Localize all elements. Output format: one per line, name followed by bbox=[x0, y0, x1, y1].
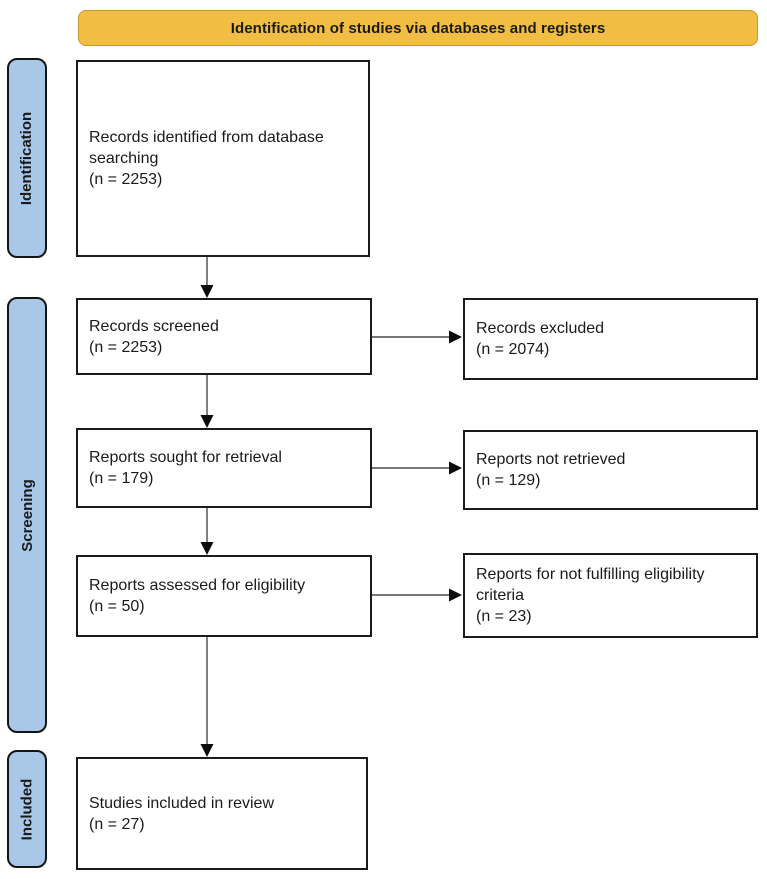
arrow-assessed-to-included bbox=[200, 637, 214, 757]
box-reports-sought-text: Reports sought for retrieval (n = 179) bbox=[89, 449, 282, 487]
box-records-identified-text: Records identified from database searchi… bbox=[89, 129, 324, 188]
box-reports-sought: Reports sought for retrieval (n = 179) bbox=[76, 428, 372, 508]
box-records-identified: Records identified from database searchi… bbox=[76, 60, 370, 257]
arrow-sought-to-not-retrieved bbox=[372, 461, 462, 475]
box-reports-assessed: Reports assessed for eligibility (n = 50… bbox=[76, 555, 372, 637]
banner-identification-via-databases: Identification of studies via databases … bbox=[78, 10, 758, 46]
box-reports-not-fulfilling: Reports for not fulfilling eligibility c… bbox=[463, 553, 758, 638]
box-reports-not-retrieved: Reports not retrieved (n = 129) bbox=[463, 430, 758, 510]
box-reports-not-fulfilling-text: Reports for not fulfilling eligibility c… bbox=[476, 566, 705, 625]
box-reports-assessed-text: Reports assessed for eligibility (n = 50… bbox=[89, 577, 306, 615]
stage-label-included: Included bbox=[7, 750, 47, 868]
box-records-screened: Records screened (n = 2253) bbox=[76, 298, 372, 375]
stage-label-screening-text: Screening bbox=[18, 478, 36, 552]
arrow-screened-to-excluded bbox=[372, 330, 462, 344]
arrow-assessed-to-not-fulfilling bbox=[372, 588, 462, 602]
box-reports-not-retrieved-text: Reports not retrieved (n = 129) bbox=[476, 451, 626, 489]
arrow-identified-to-screened bbox=[200, 257, 214, 298]
stage-label-screening: Screening bbox=[7, 297, 47, 733]
box-records-excluded-text: Records excluded (n = 2074) bbox=[476, 320, 605, 358]
box-records-screened-text: Records screened (n = 2253) bbox=[89, 317, 219, 356]
box-studies-included: Studies included in review (n = 27) bbox=[76, 757, 368, 870]
arrow-screened-to-sought bbox=[200, 375, 214, 428]
stage-label-included-text: Included bbox=[18, 778, 36, 840]
box-records-excluded: Records excluded (n = 2074) bbox=[463, 298, 758, 380]
box-studies-included-text: Studies included in review (n = 27) bbox=[89, 794, 274, 833]
stage-label-identification: Identification bbox=[7, 58, 47, 258]
banner-label: Identification of studies via databases … bbox=[230, 19, 606, 37]
arrow-sought-to-assessed bbox=[200, 508, 214, 555]
stage-label-identification-text: Identification bbox=[18, 111, 36, 205]
